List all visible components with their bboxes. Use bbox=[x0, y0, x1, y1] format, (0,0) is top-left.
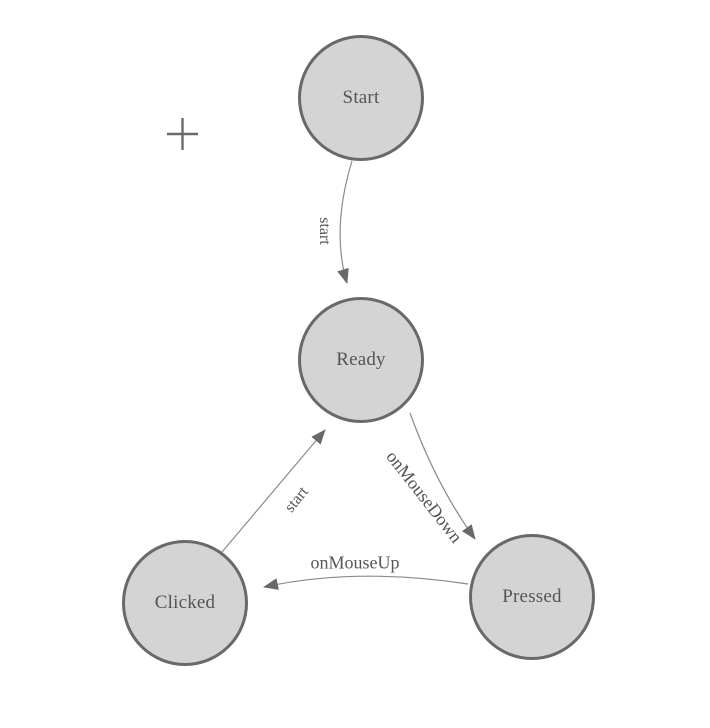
edge-start-to-ready[interactable] bbox=[337, 160, 353, 284]
state-label-clicked: Clicked bbox=[154, 592, 216, 613]
plus-crosshair-icon bbox=[167, 118, 198, 150]
edge-pressed-to-clicked[interactable] bbox=[263, 575, 469, 590]
edge-ready-to-pressed[interactable] bbox=[409, 412, 476, 540]
state-label-ready: Ready bbox=[336, 349, 386, 370]
state-node-start[interactable]: Start bbox=[298, 35, 424, 161]
edge-clicked-to-ready[interactable] bbox=[221, 429, 326, 553]
state-node-clicked[interactable]: Clicked bbox=[122, 540, 248, 666]
state-label-start: Start bbox=[342, 87, 380, 108]
state-node-ready[interactable]: Ready bbox=[298, 297, 424, 423]
state-node-pressed[interactable]: Pressed bbox=[469, 534, 595, 660]
edge-label-pressed-to-clicked: onMouseUp bbox=[310, 552, 400, 573]
edge-label-start-to-ready: start bbox=[316, 217, 333, 245]
state-label-pressed: Pressed bbox=[502, 586, 562, 607]
